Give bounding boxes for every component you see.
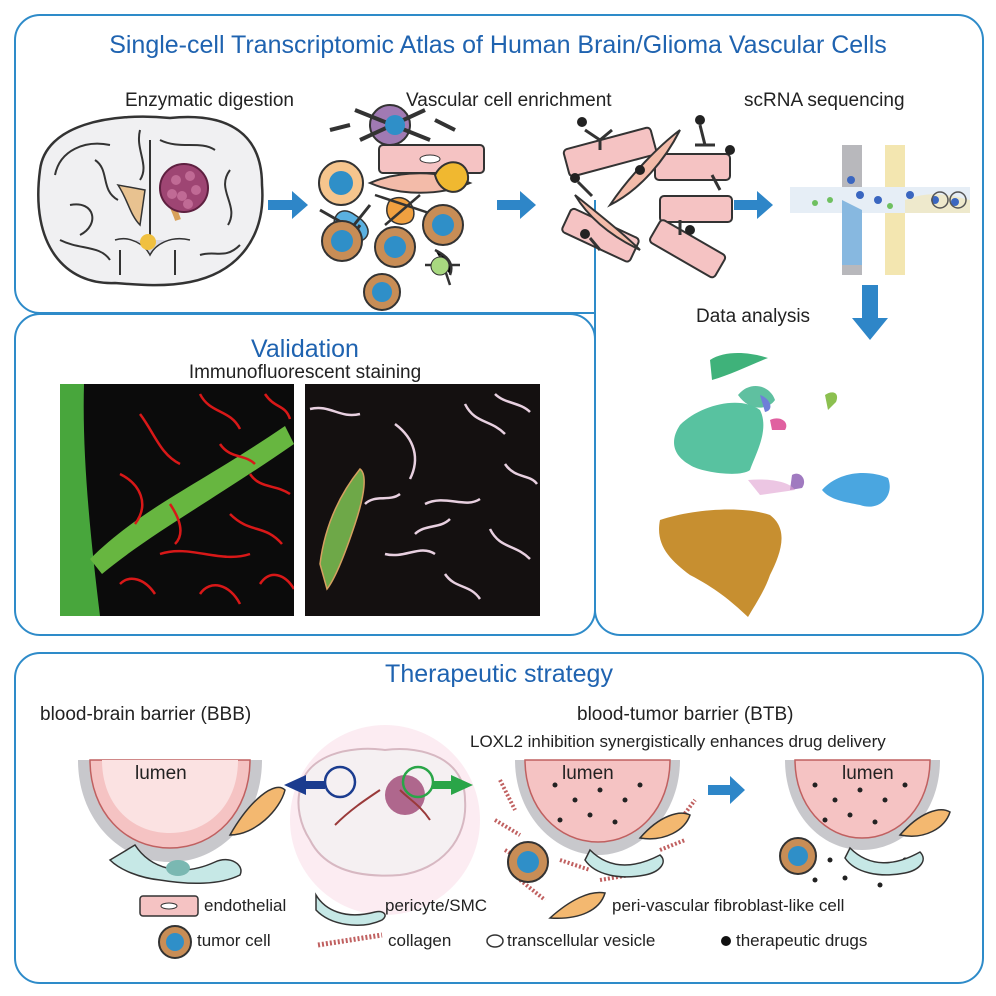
lumen-label-btb-treated: lumen	[842, 763, 894, 784]
data-analysis-label: Data analysis	[696, 306, 811, 327]
btb-note: LOXL2 inhibition synergistically enhance…	[470, 732, 886, 751]
validation-subtitle: Immunofluorescent staining	[188, 362, 422, 383]
step-label-enrichment: Vascular cell enrichment	[406, 90, 612, 111]
lumen-label-bbb: lumen	[135, 763, 187, 784]
legend-drugs: therapeutic drugs	[736, 931, 868, 950]
legend-collagen: collagen	[388, 931, 452, 950]
atlas-title: Single-cell Transcriptomic Atlas of Huma…	[109, 31, 887, 59]
legend-pericyte: pericyte/SMC	[385, 896, 488, 915]
bbb-label: blood-brain barrier (BBB)	[40, 704, 252, 725]
legend-tumor-cell: tumor cell	[197, 931, 271, 950]
step-label-sequencing: scRNA sequencing	[744, 90, 905, 111]
data-analysis-panel	[594, 200, 984, 636]
btb-label: blood-tumor barrier (BTB)	[577, 704, 794, 725]
validation-title: Validation	[251, 335, 359, 363]
immunofluorescence-image-left	[60, 384, 294, 616]
immunofluorescence-image-right	[305, 384, 540, 616]
legend-endothelial: endothelial	[204, 896, 287, 915]
legend-vesicle: transcellular vesicle	[507, 931, 656, 950]
therapy-title: Therapeutic strategy	[385, 660, 613, 688]
legend-fibroblast: peri-vascular fibroblast-like cell	[612, 896, 845, 915]
lumen-label-btb: lumen	[562, 763, 614, 784]
step-label-digestion: Enzymatic digestion	[125, 90, 294, 111]
